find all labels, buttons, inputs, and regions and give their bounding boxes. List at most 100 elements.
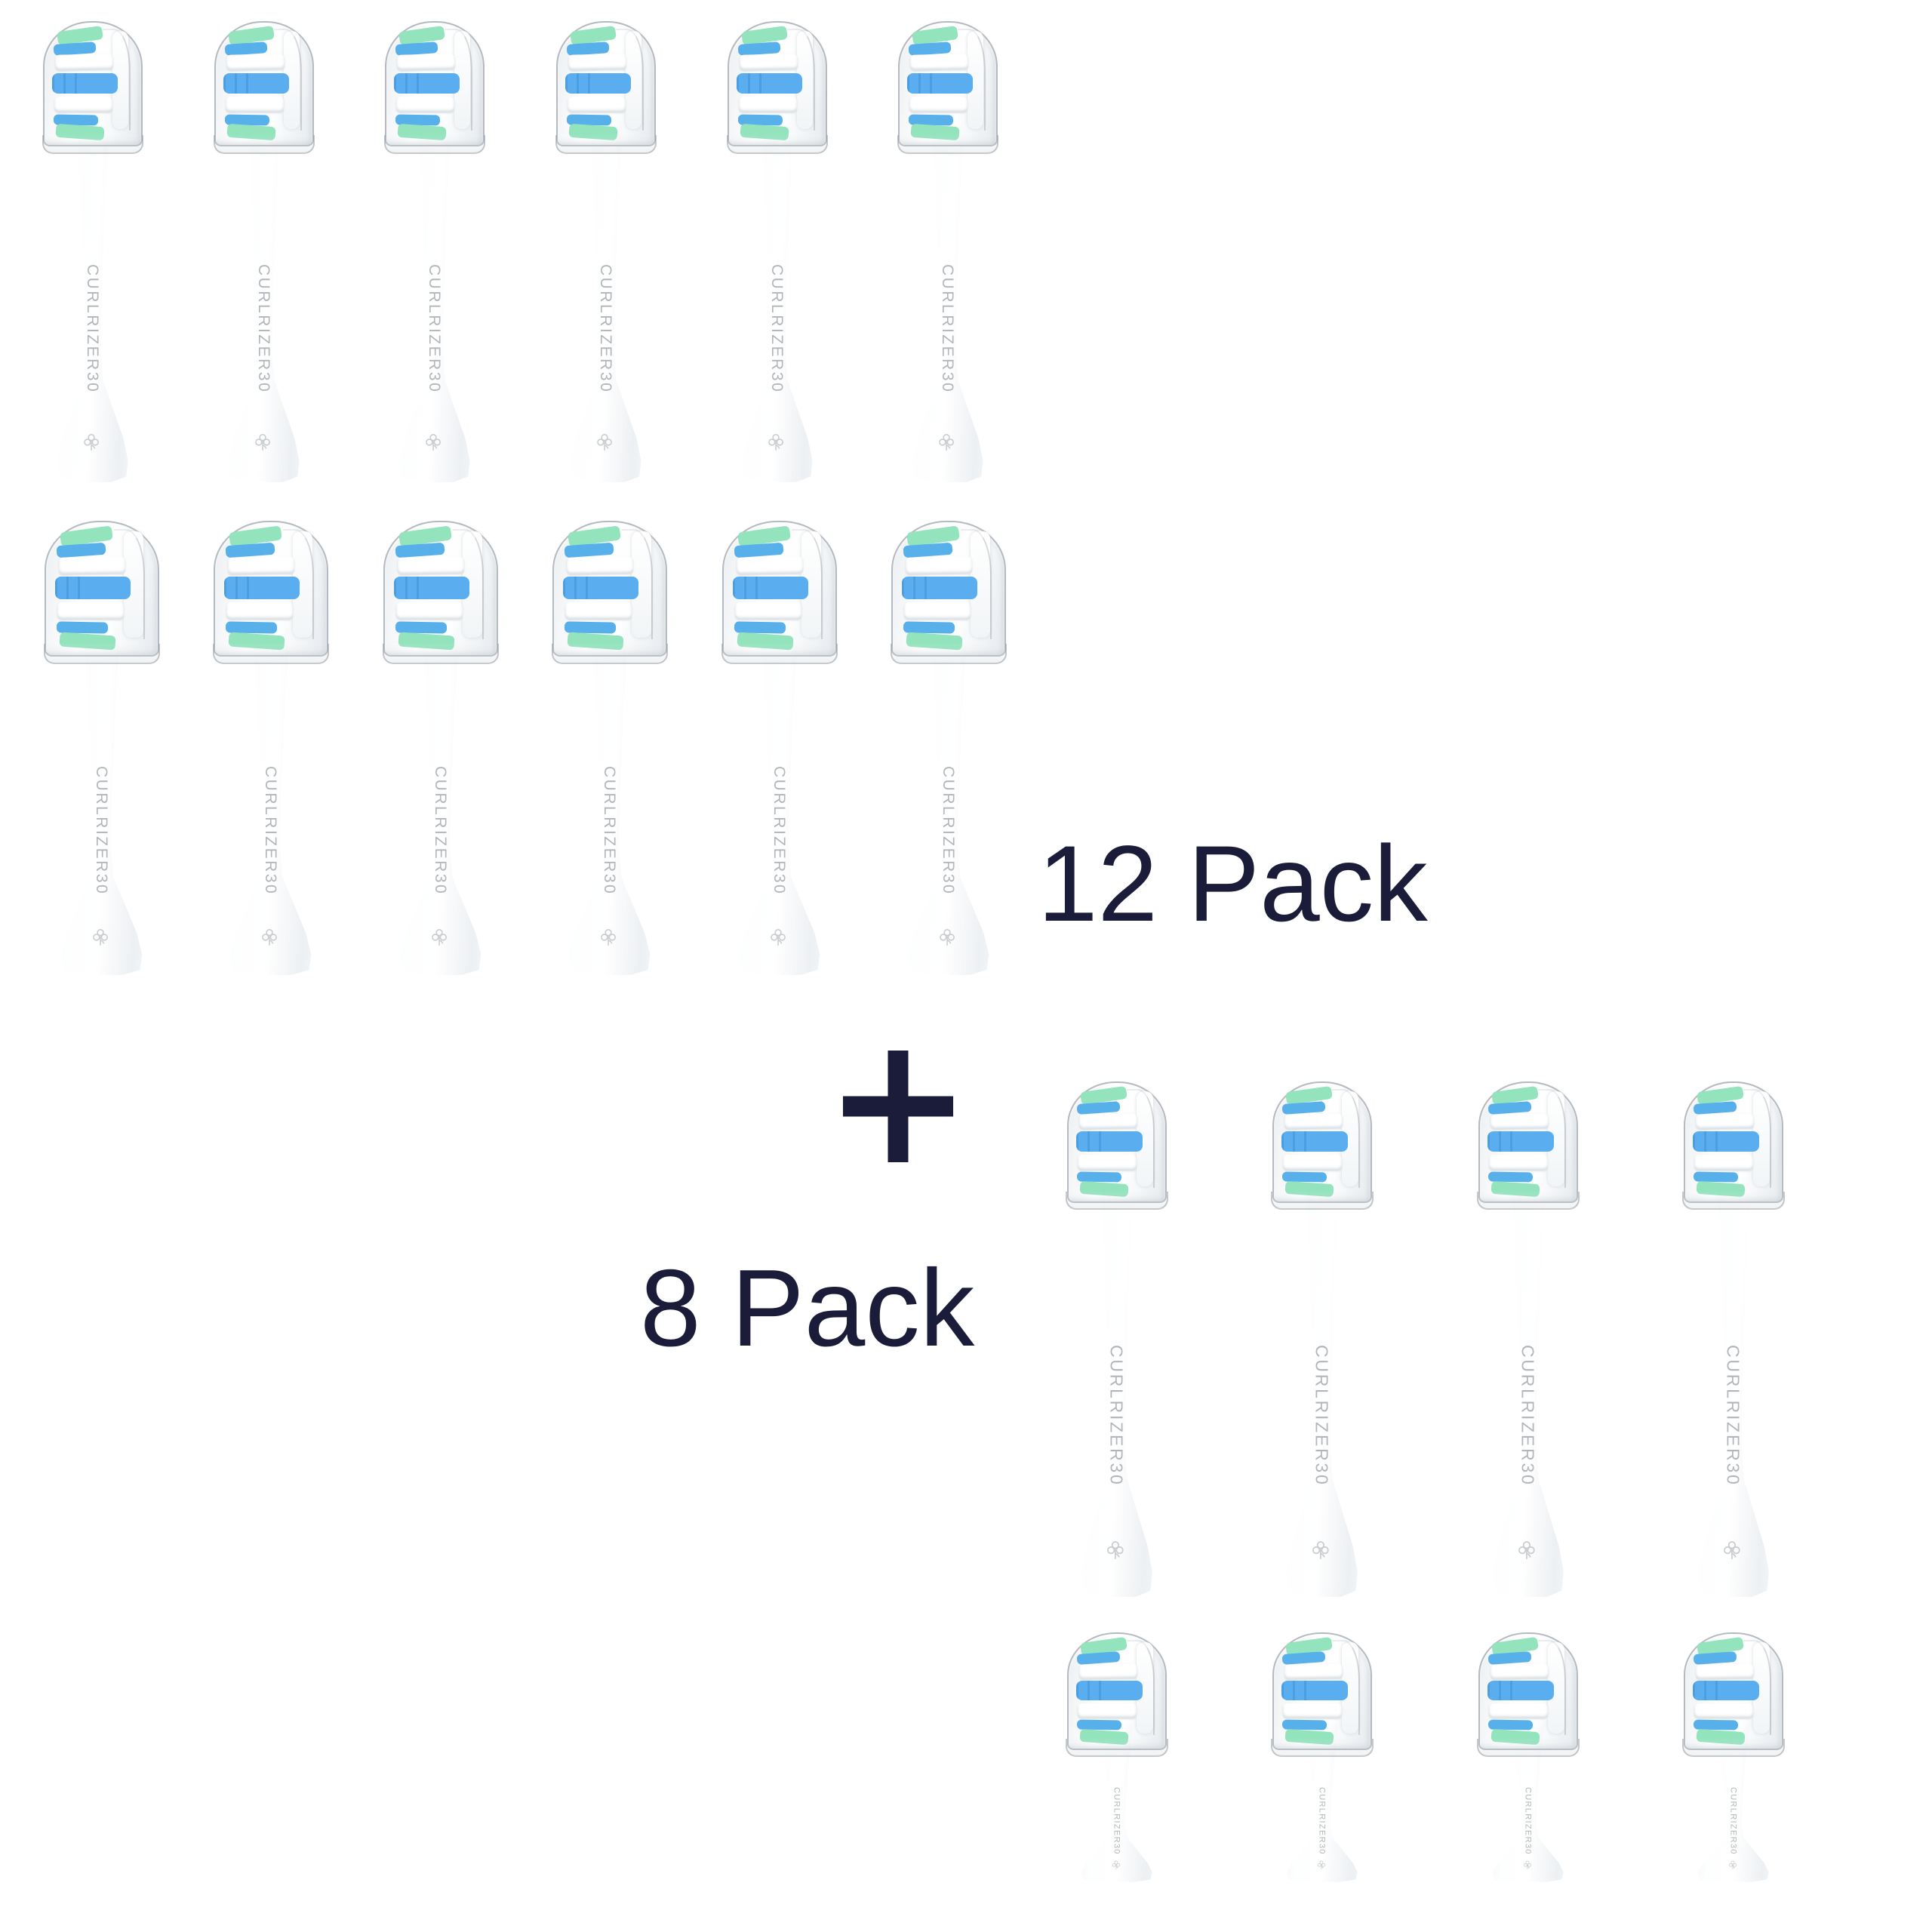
cap-lip [897, 134, 999, 154]
bristle-row-blue-large [1487, 1681, 1554, 1701]
brush-handle: CURLRIZER30 [230, 627, 312, 975]
clover-icon [432, 928, 447, 946]
bristle-row-mint-top [1080, 1085, 1128, 1106]
bristle-row-blue-small [1487, 1100, 1532, 1115]
bristle-row-blue-large [907, 72, 974, 94]
bristle-row-blue-small [908, 41, 952, 56]
bristle-row-blue-small [56, 542, 106, 558]
brush-handle: CURLRIZER30 [1493, 1176, 1564, 1598]
brush-head-plate [625, 31, 642, 130]
bristle-row-white [1283, 1703, 1342, 1718]
cap-highlight [621, 528, 654, 639]
bristle-row-mint-bottom [1696, 1180, 1746, 1198]
bristle-row-blue-large [1281, 1131, 1348, 1152]
bristle-row-white [1078, 1663, 1138, 1679]
bristle-row-blue-small [737, 114, 783, 125]
clover-icon [1724, 1540, 1740, 1559]
bristles [724, 522, 835, 655]
bristle-row-white [567, 97, 626, 113]
brush-head-plate [293, 531, 312, 638]
bristle-row-blue-small [1694, 1719, 1739, 1730]
bristle-row-blue-small [1077, 1719, 1122, 1730]
bristle-row-white [909, 97, 968, 113]
bristles [558, 23, 654, 145]
toothbrush: CURLRIZER30 [1060, 1081, 1174, 1602]
bristle-row-blue-small [1693, 1100, 1737, 1115]
brush-handle: CURLRIZER30 [739, 627, 820, 975]
bristle-row-white [58, 555, 126, 575]
brush-handle: CURLRIZER30 [1081, 1176, 1152, 1598]
cap-lip [555, 134, 657, 154]
bristle-row-white [565, 602, 632, 620]
bristles [1274, 1083, 1371, 1201]
brand-text: CURLRIZER30 [432, 766, 450, 896]
bristle-row-white [568, 54, 627, 71]
bristles [1480, 1634, 1577, 1749]
clover-icon [1518, 1540, 1535, 1559]
bristle-row-white [227, 555, 295, 575]
bristle-row-mint-bottom [1491, 1180, 1540, 1198]
brush-head-plate [112, 31, 129, 130]
bristle-row-blue-large [52, 72, 118, 94]
bristles [893, 522, 1004, 655]
clover-icon [1728, 1860, 1737, 1870]
bristle-row-mint-top [1491, 1636, 1539, 1656]
bristle-row-mint-top [1697, 1636, 1744, 1656]
bristles [729, 23, 826, 145]
bristle-row-blue-small [53, 41, 97, 56]
cap-lip [1271, 1192, 1374, 1211]
brand-text: CURLRIZER30 [1723, 1344, 1743, 1487]
bristles [215, 522, 326, 655]
clover-icon [1317, 1860, 1326, 1870]
plus-icon: + [843, 1051, 953, 1162]
bristle-row-white [736, 555, 804, 575]
clover-icon [1112, 1860, 1121, 1870]
bristle-row-white [395, 97, 454, 113]
bristle-row-blue-large [394, 577, 470, 599]
protective-cap [555, 21, 657, 154]
bristle-row-mint-top [911, 26, 958, 46]
cap-lip [551, 644, 669, 664]
bristle-row-white [1283, 1155, 1342, 1171]
toothbrush: CURLRIZER30 [1266, 1632, 1380, 1884]
bristle-row-white [566, 555, 634, 575]
protective-cap [1477, 1632, 1580, 1757]
twelve-pack-label: 12 Pack [1038, 824, 1428, 944]
protective-cap [1271, 1632, 1374, 1757]
brand-text: CURLRIZER30 [597, 264, 615, 394]
protective-cap [383, 21, 486, 154]
cap-lip [1682, 1739, 1785, 1757]
bristle-row-white [1489, 1703, 1548, 1718]
bristle-row-white [1490, 1663, 1549, 1679]
bristle-row-blue-small [395, 114, 440, 125]
brush-head-plate [283, 31, 300, 130]
bristles [554, 522, 665, 655]
cap-highlight [1743, 1088, 1772, 1188]
bristle-row-mint-bottom [398, 632, 455, 651]
toothbrush: CURLRIZER30 [37, 521, 167, 980]
bristle-row-blue-small [1077, 1171, 1122, 1183]
toothbrush: CURLRIZER30 [549, 21, 663, 487]
bristle-row-mint-top [1080, 1636, 1128, 1656]
cap-highlight [1127, 1088, 1155, 1188]
brand-text: CURLRIZER30 [939, 264, 957, 394]
bristle-row-blue-large [1281, 1681, 1348, 1701]
protective-cap [213, 21, 315, 154]
bristle-row-blue-small [395, 542, 445, 558]
brush-handle: CURLRIZER30 [742, 118, 813, 482]
brand-text: CURLRIZER30 [1518, 1344, 1538, 1487]
bristle-row-blue-small [1488, 1719, 1534, 1730]
bristle-row-white [904, 602, 971, 620]
bristle-row-blue-small [564, 621, 616, 634]
cap-lip [43, 644, 161, 664]
bristle-row-mint-bottom [228, 632, 285, 651]
brand-text: CURLRIZER30 [1112, 1787, 1121, 1855]
brush-head-plate [1136, 1641, 1153, 1734]
cap-highlight [1743, 1639, 1772, 1736]
bristle-row-mint-top [1491, 1085, 1539, 1106]
bristle-row-white [1694, 1155, 1753, 1171]
toothbrush: CURLRIZER30 [1677, 1632, 1791, 1884]
bristle-row-blue-small [1282, 1719, 1327, 1730]
bristles [1685, 1083, 1783, 1201]
brush-head-plate [1341, 1641, 1358, 1734]
